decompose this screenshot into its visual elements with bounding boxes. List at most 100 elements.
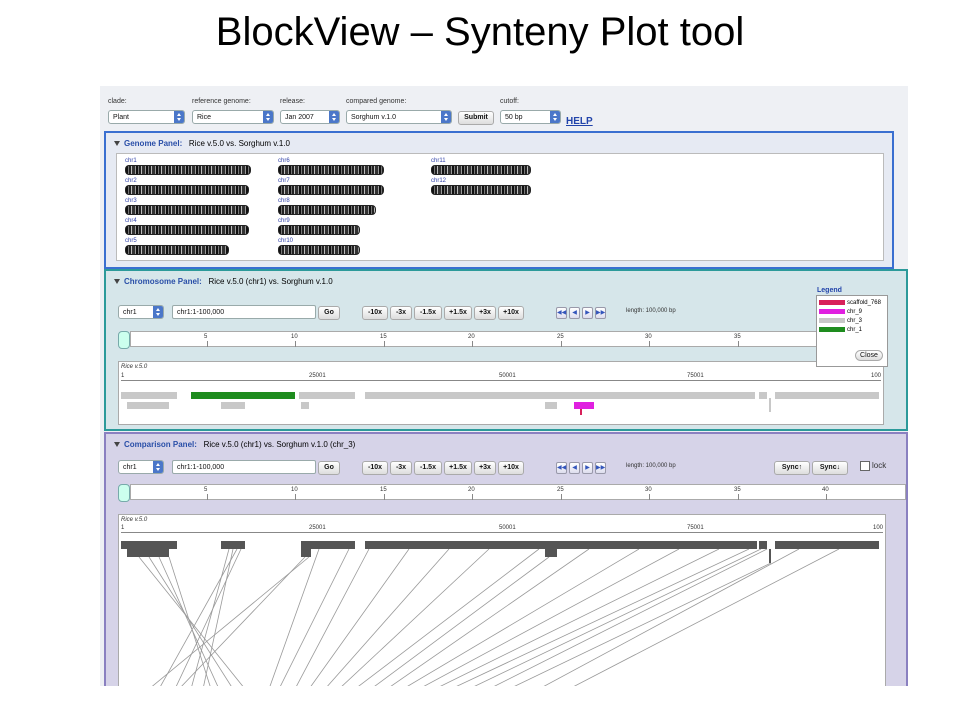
chromosome-label[interactable]: chr9 (278, 218, 290, 224)
chromosome-label[interactable]: chr2 (125, 178, 137, 184)
synteny-block[interactable] (365, 541, 757, 549)
zoom-in-3x-button[interactable]: +3x (474, 306, 496, 320)
chromosome-chr2[interactable] (125, 185, 249, 195)
synteny-block[interactable] (191, 392, 295, 399)
range-input[interactable]: chr1:1-100,000 (172, 305, 316, 319)
scroll-far-left-icon[interactable]: ◀◀ (556, 462, 567, 474)
zoom-in-1-5x-button[interactable]: +1.5x (444, 461, 472, 475)
synteny-block[interactable] (127, 549, 169, 557)
chromosome-label[interactable]: chr12 (431, 178, 447, 184)
clade-select[interactable]: Plant (108, 110, 185, 124)
chromosome-label[interactable]: chr6 (278, 158, 290, 164)
synteny-block[interactable] (299, 392, 355, 399)
synteny-block[interactable] (545, 402, 557, 409)
legend-close-button[interactable]: Close (855, 350, 883, 361)
chromosome-chr8[interactable] (278, 205, 376, 215)
zoom-out-3x-button[interactable]: -3x (390, 306, 412, 320)
chromosome-label[interactable]: chr7 (278, 178, 290, 184)
chromosome-label[interactable]: chr4 (125, 218, 137, 224)
synteny-block[interactable] (301, 549, 311, 557)
synteny-block[interactable] (221, 402, 245, 409)
synteny-block[interactable] (121, 541, 177, 549)
chromosome-chr6[interactable] (278, 165, 384, 175)
synteny-block[interactable] (545, 549, 557, 557)
chromosome-label[interactable]: chr3 (125, 198, 137, 204)
release-select[interactable]: Jan 2007 (280, 110, 340, 124)
chromosome-chr11[interactable] (431, 165, 531, 175)
position-ruler[interactable]: 5 10 15 20 25 30 35 40 (130, 484, 906, 500)
zoom-out-3x-button[interactable]: -3x (390, 461, 412, 475)
chromosome-chr3[interactable] (125, 205, 249, 215)
chromosome-label[interactable]: chr5 (125, 238, 137, 244)
scroll-far-right-icon[interactable]: ▶▶ (595, 462, 606, 474)
scroll-far-left-icon[interactable]: ◀◀ (556, 307, 567, 319)
submit-button[interactable]: Submit (458, 111, 494, 125)
synteny-block-chr9[interactable] (574, 402, 594, 409)
synteny-block[interactable] (121, 392, 177, 399)
chromosome-chr12[interactable] (431, 185, 531, 195)
chromosome-select[interactable]: chr1 (118, 460, 164, 474)
scroll-left-icon[interactable]: ◀ (569, 462, 580, 474)
synteny-block[interactable] (769, 398, 771, 412)
track-tick: 25001 (309, 525, 326, 531)
synteny-block[interactable] (759, 541, 767, 549)
zoom-in-10x-button[interactable]: +10x (498, 461, 524, 475)
scroll-right-icon[interactable]: ▶ (582, 307, 593, 319)
synteny-block[interactable] (775, 541, 879, 549)
cutoff-select[interactable]: 50 bp (500, 110, 561, 124)
synteny-block[interactable] (769, 549, 771, 563)
chromosome-chr10[interactable] (278, 245, 360, 255)
legend-item: chr_1 (819, 327, 862, 333)
legend-item: chr_3 (819, 318, 862, 324)
go-button[interactable]: Go (318, 461, 340, 475)
chromosome-label[interactable]: chr10 (278, 238, 294, 244)
reference-genome-select[interactable]: Rice (192, 110, 274, 124)
chromosome-label[interactable]: chr11 (431, 158, 446, 164)
go-button[interactable]: Go (318, 306, 340, 320)
chromosome-label[interactable]: chr8 (278, 198, 290, 204)
chromosome-chr9[interactable] (278, 225, 360, 235)
ruler-tick: 35 (734, 487, 741, 493)
scroll-left-icon[interactable]: ◀ (569, 307, 580, 319)
chromosome-chr5[interactable] (125, 245, 229, 255)
chromosome-panel-title[interactable]: Chromosome Panel: Rice v.5.0 (chr1) vs. … (114, 277, 333, 286)
position-ruler[interactable]: 5 10 15 20 25 30 35 (130, 331, 870, 347)
synteny-block[interactable] (759, 392, 767, 399)
synteny-block-scaffold[interactable] (580, 409, 582, 415)
track-tick: 75001 (687, 373, 704, 379)
zoom-out-10x-button[interactable]: -10x (362, 306, 388, 320)
synteny-block[interactable] (221, 541, 245, 549)
track-tick: 50001 (499, 525, 516, 531)
synteny-block[interactable] (127, 402, 169, 409)
zoom-in-1-5x-button[interactable]: +1.5x (444, 306, 472, 320)
chromosome-label[interactable]: chr1 (125, 158, 137, 164)
zoom-out-10x-button[interactable]: -10x (362, 461, 388, 475)
zoom-in-10x-button[interactable]: +10x (498, 306, 524, 320)
chromosome-chr1[interactable] (125, 165, 251, 175)
collapse-triangle-icon[interactable] (114, 442, 120, 447)
scroll-right-icon[interactable]: ▶ (582, 462, 593, 474)
sync-down-button[interactable]: Sync↓ (812, 461, 848, 475)
comparison-panel-title[interactable]: Comparison Panel: Rice v.5.0 (chr1) vs. … (114, 440, 355, 449)
chromosome-thumbnail-icon[interactable] (118, 331, 130, 349)
range-input[interactable]: chr1:1-100,000 (172, 460, 316, 474)
synteny-block[interactable] (775, 392, 879, 399)
synteny-block[interactable] (301, 402, 309, 409)
scroll-far-right-icon[interactable]: ▶▶ (595, 307, 606, 319)
zoom-out-1-5x-button[interactable]: -1.5x (414, 306, 442, 320)
collapse-triangle-icon[interactable] (114, 141, 120, 146)
help-link[interactable]: HELP (566, 116, 593, 127)
lock-checkbox[interactable] (860, 461, 870, 471)
chromosome-chr4[interactable] (125, 225, 249, 235)
synteny-block[interactable] (301, 541, 355, 549)
sync-up-button[interactable]: Sync↑ (774, 461, 810, 475)
chromosome-select[interactable]: chr1 (118, 305, 164, 319)
collapse-triangle-icon[interactable] (114, 279, 120, 284)
genome-panel-title[interactable]: Genome Panel: Rice v.5.0 vs. Sorghum v.1… (114, 139, 290, 148)
chromosome-chr7[interactable] (278, 185, 384, 195)
compared-genome-select[interactable]: Sorghum v.1.0 (346, 110, 452, 124)
synteny-block[interactable] (365, 392, 755, 399)
zoom-out-1-5x-button[interactable]: -1.5x (414, 461, 442, 475)
chromosome-thumbnail-icon[interactable] (118, 484, 130, 502)
zoom-in-3x-button[interactable]: +3x (474, 461, 496, 475)
